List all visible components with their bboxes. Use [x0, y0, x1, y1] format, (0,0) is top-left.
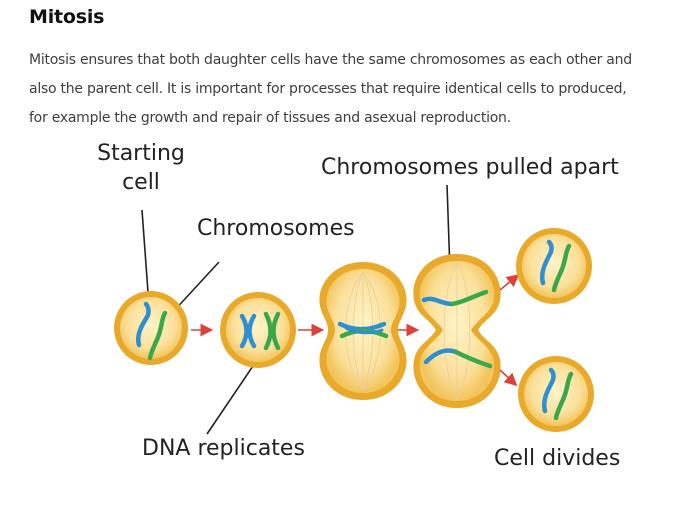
label-chromosomes: Chromosomes: [197, 216, 355, 241]
intro-paragraph: Mitosis ensures that both daughter cells…: [29, 46, 674, 133]
daughter-cell-top: [516, 228, 592, 304]
label-chromosomes-pulled-apart: Chromosomes pulled apart: [321, 155, 619, 180]
page-title: Mitosis: [29, 6, 105, 28]
replicated-cell: [220, 292, 296, 368]
anaphase-cell: [413, 254, 501, 408]
label-cell-divides: Cell divides: [494, 446, 620, 471]
paragraph-line: for example the growth and repair of tis…: [29, 110, 511, 126]
label-starting-cell-line2: cell: [122, 170, 160, 195]
paragraph-line: Mitosis ensures that both daughter cells…: [29, 52, 632, 68]
arrow-to-daughter-bottom: [499, 369, 518, 387]
starting-cell: [114, 291, 188, 365]
metaphase-cell: [319, 262, 407, 400]
paragraph-line: also the parent cell. It is important fo…: [29, 81, 627, 97]
label-starting-cell-line1: Starting: [97, 141, 185, 166]
daughter-cell-bottom: [518, 356, 594, 432]
arrow-to-daughter-top: [499, 273, 520, 291]
label-dna-replicates: DNA replicates: [142, 436, 305, 461]
